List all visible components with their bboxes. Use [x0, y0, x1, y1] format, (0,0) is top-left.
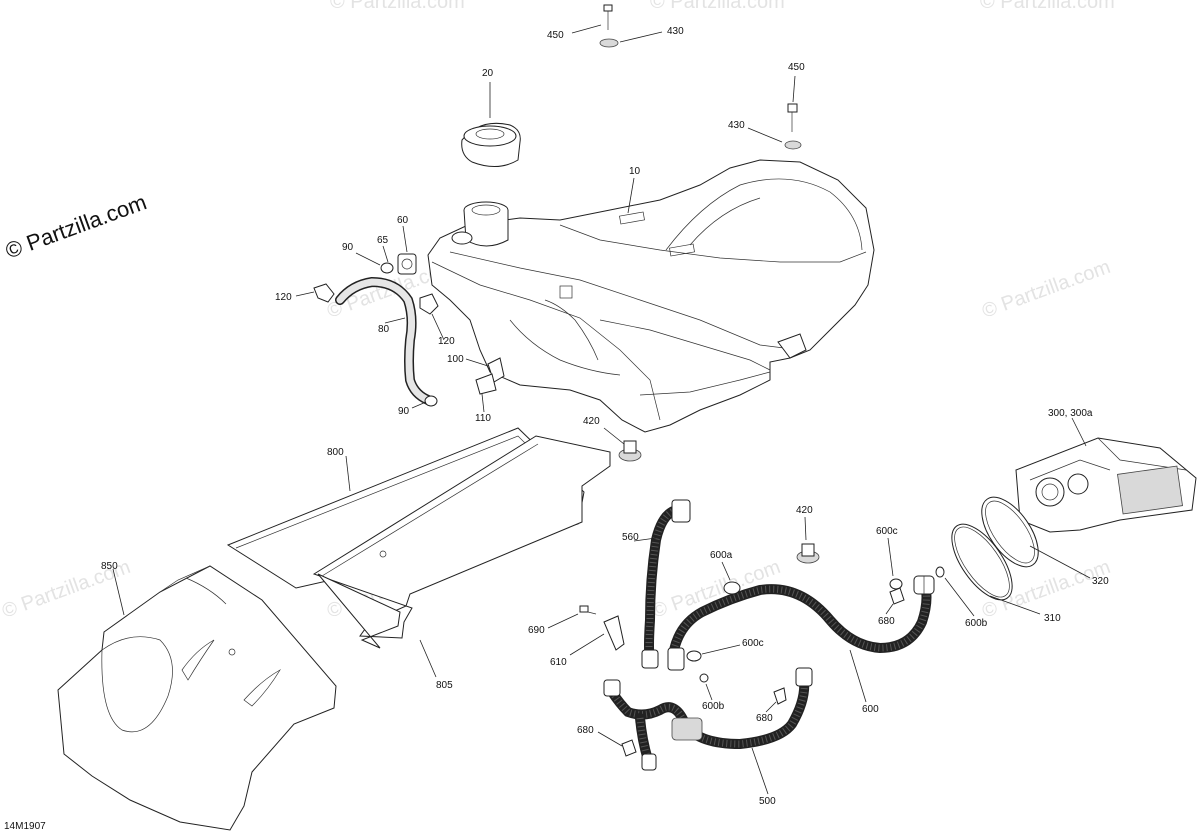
clip-680-left — [621, 739, 637, 757]
callout-805: 805 — [436, 680, 453, 691]
fuel-hose-500 — [603, 667, 813, 771]
callout-420: 420 — [796, 505, 813, 516]
callout-680: 680 — [756, 713, 773, 724]
heat-shield-805 — [312, 435, 611, 649]
oring-600b-right — [935, 566, 945, 578]
callout-10: 10 — [629, 166, 641, 177]
callout-100: 100 — [447, 354, 464, 365]
clamp-90-lower — [424, 395, 438, 407]
connector-600-right — [913, 575, 935, 595]
clamp-600a — [723, 581, 741, 595]
clamp-90-upper — [380, 262, 394, 274]
callout-120: 120 — [438, 336, 455, 347]
connector-600-left — [667, 647, 685, 671]
drawing-number: 14M1907 — [4, 821, 46, 832]
clamp-600c-mid — [686, 650, 702, 662]
callout-450: 450 — [788, 62, 805, 73]
bolt-450-top — [599, 4, 619, 48]
callout-600c: 600c — [742, 638, 764, 649]
callout-610: 610 — [550, 657, 567, 668]
fuel-pump-300 — [1015, 437, 1197, 533]
callout-690: 690 — [528, 625, 545, 636]
callout-430: 430 — [667, 26, 684, 37]
callout-60: 60 — [397, 215, 409, 226]
valve-100-110 — [475, 357, 505, 395]
vent-hose-80 — [335, 276, 433, 405]
callout-120: 120 — [275, 292, 292, 303]
callout-500: 500 — [759, 796, 776, 807]
callout-600: 600 — [862, 704, 879, 715]
fuel-hose-560 — [641, 499, 691, 669]
callout-600b: 600b — [702, 701, 725, 712]
fuel-tank-10 — [427, 159, 875, 433]
callout-600a: 600a — [710, 550, 733, 561]
callout-800: 800 — [327, 447, 344, 458]
callout-450: 450 — [547, 30, 564, 41]
callout-600c: 600c — [876, 526, 898, 537]
callout-320: 320 — [1092, 576, 1109, 587]
watermark-text: © Partzilla.com — [330, 0, 465, 13]
fuel-cap-20 — [461, 122, 521, 167]
grommet-420-mid — [796, 543, 820, 564]
bolt-690 — [579, 605, 597, 615]
watermark-text: © Partzilla.com — [980, 0, 1115, 13]
fuel-hose-600 — [669, 584, 932, 655]
lock-ring-310 — [951, 523, 1013, 601]
watermark-text: © Partzilla.com — [979, 256, 1113, 323]
grommet-420-top — [618, 440, 642, 462]
callout-310: 310 — [1044, 613, 1061, 624]
callout-430: 430 — [728, 120, 745, 131]
callout-labels: 450 430 20 450 430 10 60 65 90 120 80 12… — [101, 26, 1109, 807]
heat-shield-850 — [57, 565, 337, 831]
callout-300: 300, 300a — [1048, 408, 1093, 419]
bracket-610 — [603, 615, 625, 651]
clip-680-mid — [773, 687, 787, 705]
clip-120-left — [313, 283, 335, 303]
callout-600b: 600b — [965, 618, 988, 629]
clip-680-right — [889, 587, 905, 605]
bolt-450-right — [784, 103, 802, 150]
callout-65: 65 — [377, 235, 389, 246]
callout-20: 20 — [482, 68, 494, 79]
clamp-600c-right — [889, 578, 903, 590]
callout-90: 90 — [398, 406, 410, 417]
valve-60-65 — [397, 253, 417, 275]
callout-680: 680 — [878, 616, 895, 627]
callout-850: 850 — [101, 561, 118, 572]
callout-420: 420 — [583, 416, 600, 427]
callout-680: 680 — [577, 725, 594, 736]
clip-120-right — [419, 293, 439, 315]
callout-90: 90 — [342, 242, 354, 253]
callout-110: 110 — [475, 413, 491, 424]
watermark-text: © Partzilla.com — [650, 0, 785, 13]
callout-560: 560 — [622, 532, 639, 543]
callout-80: 80 — [378, 324, 390, 335]
oring-600b-mid — [699, 673, 709, 683]
